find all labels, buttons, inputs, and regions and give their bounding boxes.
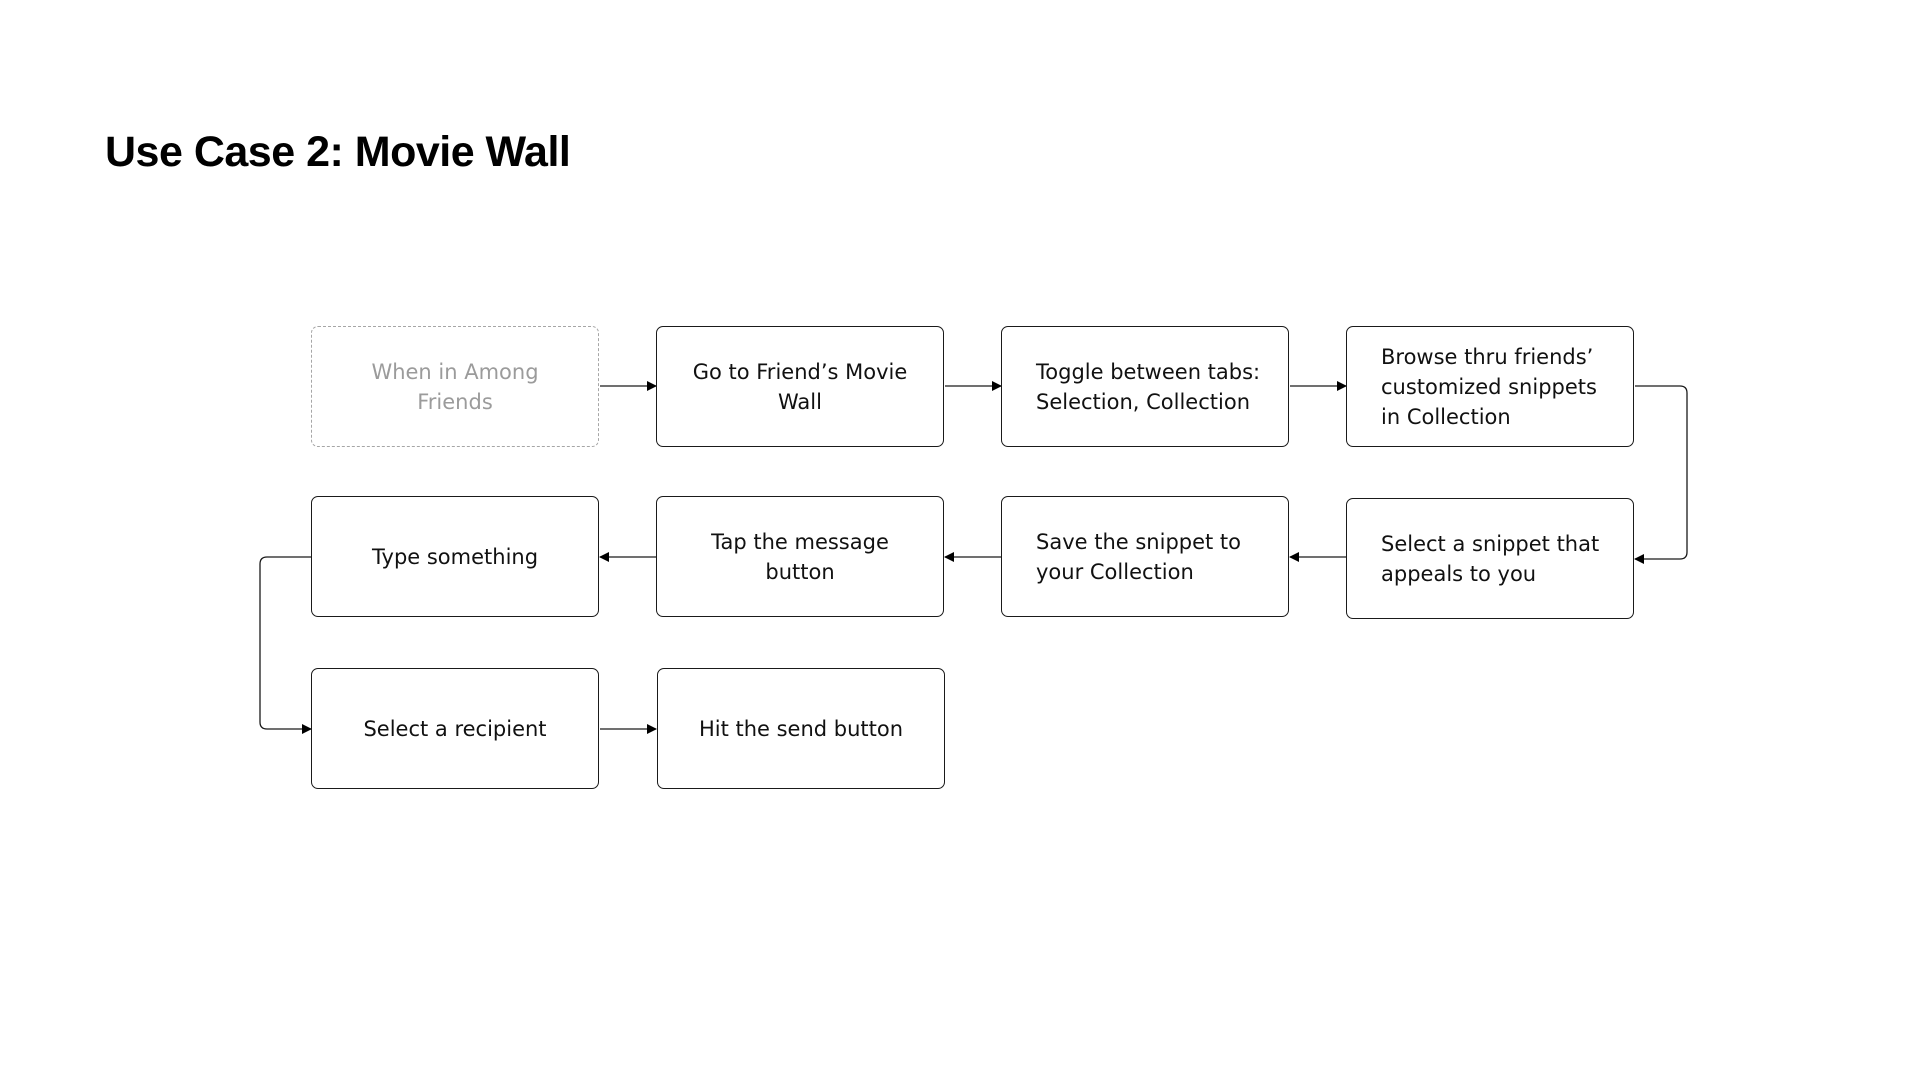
step-go-to-wall: Go to Friend’s Movie Wall xyxy=(656,326,944,447)
step-select-snippet: Select a snippet that appeals to you xyxy=(1346,498,1634,619)
step-label: Go to Friend’s Movie Wall xyxy=(692,359,908,414)
step-label: Save the snippet to your Collection xyxy=(1036,529,1242,584)
step-toggle-tabs: Toggle between tabs: Selection, Collecti… xyxy=(1001,326,1289,447)
step-hit-send: Hit the send button xyxy=(657,668,945,789)
step-label: When in Among Friends xyxy=(371,359,539,414)
page-title: Use Case 2: Movie Wall xyxy=(105,128,571,176)
step-label: Hit the send button xyxy=(698,716,904,741)
step-label: Browse thru friends’ customized snippets… xyxy=(1381,344,1597,429)
arrow-browse-to-select xyxy=(1634,385,1688,564)
step-save-snippet: Save the snippet to your Collection xyxy=(1001,496,1289,617)
step-select-recipient: Select a recipient xyxy=(311,668,599,789)
step-label: Select a recipient xyxy=(363,716,547,741)
step-start: When in Among Friends xyxy=(311,326,599,447)
step-label: Toggle between tabs: Selection, Collecti… xyxy=(1036,359,1261,414)
step-label: Tap the message button xyxy=(711,529,889,584)
step-label: Type something xyxy=(371,544,539,569)
step-tap-message: Tap the message button xyxy=(656,496,944,617)
step-browse: Browse thru friends’ customized snippets… xyxy=(1346,326,1634,447)
step-type-something: Type something xyxy=(311,496,599,617)
arrow-type-to-recipient xyxy=(259,556,312,734)
step-label: Select a snippet that appeals to you xyxy=(1381,531,1600,586)
